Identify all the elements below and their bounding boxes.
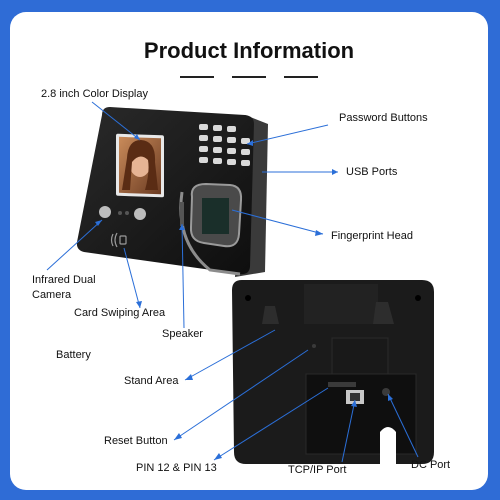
- label-card-swiping-area: Card Swiping Area: [74, 307, 166, 319]
- label-display: 2.8 inch Color Display: [41, 88, 148, 100]
- title-underline-right: [284, 76, 318, 78]
- label-camera: Camera: [32, 289, 72, 301]
- label-pin-12-13: PIN 12 & PIN 13: [136, 462, 217, 474]
- label-reset-button: Reset Button: [104, 435, 168, 447]
- label-password-buttons: Password Buttons: [339, 112, 428, 124]
- page-title: Product Information: [143, 38, 355, 63]
- rfid-icon: [110, 232, 127, 248]
- label-fingerprint-head: Fingerprint Head: [331, 230, 413, 242]
- callout-lines: [46, 101, 419, 463]
- device-back-icon: [232, 280, 434, 464]
- title-underline-middle: [232, 76, 266, 78]
- label-infrared-dual: Infrared Dual: [32, 274, 96, 286]
- label-usb-ports: USB Ports: [346, 166, 398, 178]
- label-stand-area: Stand Area: [124, 375, 179, 387]
- product-info-card: Product Information: [10, 12, 488, 490]
- device-illustration: [46, 101, 434, 464]
- label-speaker: Speaker: [162, 328, 203, 340]
- label-dc-port: DC Port: [411, 459, 451, 471]
- device-front-icon: [76, 107, 268, 277]
- label-tcpip-port: TCP/IP Port: [288, 464, 347, 476]
- label-battery: Battery: [56, 349, 91, 361]
- title-underline-left: [180, 76, 214, 78]
